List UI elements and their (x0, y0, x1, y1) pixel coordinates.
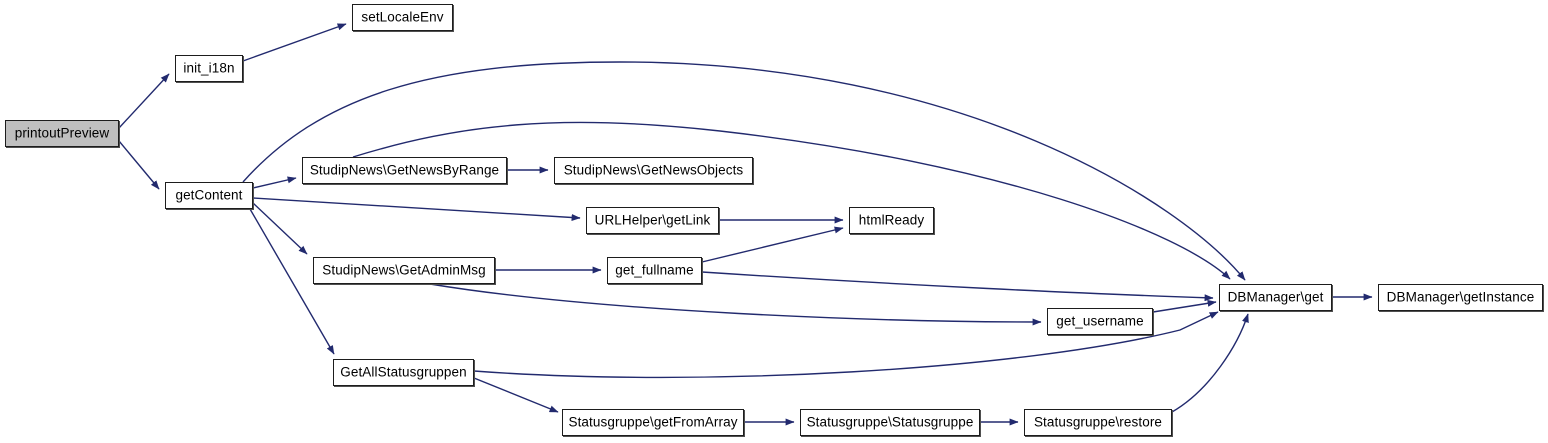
graph-node-label: DBManager\get (1227, 289, 1324, 305)
graph-node-getContent[interactable]: getContent (165, 182, 253, 209)
graph-edge (1171, 313, 1249, 413)
graph-node-label: setLocaleEnv (361, 9, 444, 25)
graph-edge (242, 23, 347, 62)
graph-edge (252, 197, 581, 221)
graph-edge (701, 271, 1214, 302)
graph-node-getFromArray[interactable]: Statusgruppe\getFromArray (562, 409, 744, 436)
graph-node-init_i18n[interactable]: init_i18n (175, 55, 243, 82)
graph-node-label: URLHelper\getLink (594, 212, 711, 228)
graph-node-label: printoutPreview (14, 125, 110, 141)
graph-node-StatusgruppeRestore[interactable]: Statusgruppe\restore (1024, 409, 1172, 436)
graph-node-GetAdminMsg[interactable]: StudipNews\GetAdminMsg (313, 257, 495, 284)
graph-node-label: get_fullname (615, 262, 694, 278)
graph-edge (473, 377, 559, 413)
graph-node-StatusgruppeStatusgruppe[interactable]: Statusgruppe\Statusgruppe (800, 409, 980, 436)
graph-edge (252, 202, 308, 255)
graph-edge (118, 73, 170, 129)
graph-node-label: GetAllStatusgruppen (340, 364, 467, 380)
graph-node-label: htmlReady (858, 212, 925, 228)
graph-node-printoutPreview[interactable]: printoutPreview (5, 120, 119, 147)
graph-node-get_username[interactable]: get_username (1047, 308, 1153, 335)
graph-node-DBManagerGet[interactable]: DBManager\get (1219, 284, 1332, 311)
graph-node-GetNewsByRange[interactable]: StudipNews\GetNewsByRange (302, 157, 507, 184)
graph-node-getLink[interactable]: URLHelper\getLink (586, 207, 719, 234)
graph-edge (1152, 299, 1217, 313)
graph-node-setLocaleEnv[interactable]: setLocaleEnv (352, 4, 453, 31)
graph-node-label: init_i18n (183, 60, 235, 76)
graph-node-label: get_username (1056, 313, 1144, 329)
graph-node-htmlReady[interactable]: htmlReady (849, 207, 934, 234)
graph-node-DBManagerGetInstance[interactable]: DBManager\getInstance (1378, 284, 1543, 311)
graph-edge (118, 140, 160, 190)
graph-node-label: StudipNews\GetAdminMsg (322, 262, 486, 278)
graph-node-label: Statusgruppe\getFromArray (568, 414, 738, 430)
graph-node-label: getContent (175, 187, 243, 203)
graph-node-get_fullname[interactable]: get_fullname (607, 257, 702, 284)
graph-node-GetNewsObjects[interactable]: StudipNews\GetNewsObjects (554, 157, 753, 184)
graph-node-label: StudipNews\GetNewsByRange (309, 162, 500, 178)
graph-edge (701, 226, 844, 263)
graph-node-label: DBManager\getInstance (1386, 289, 1535, 305)
graph-node-label: Statusgruppe\restore (1033, 414, 1163, 430)
graph-node-GetAllStatusgruppen[interactable]: GetAllStatusgruppen (333, 359, 474, 386)
graph-node-label: Statusgruppe\Statusgruppe (806, 414, 974, 430)
graph-node-label: StudipNews\GetNewsObjects (563, 162, 744, 178)
graph-edge (429, 283, 1042, 326)
graph-edge (252, 176, 297, 189)
graph-edge (352, 121, 1231, 280)
